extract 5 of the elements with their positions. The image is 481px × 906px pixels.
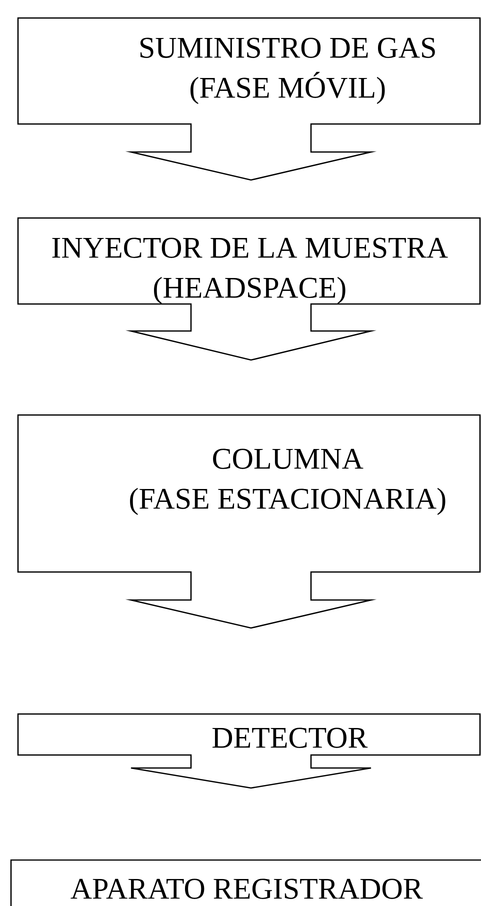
process-box: INYECTOR DE LA MUESTRA (HEADSPACE) — [17, 217, 481, 361]
process-box: DETECTOR — [17, 713, 481, 789]
process-box: COLUMNA (FASE ESTACIONARIA) — [17, 414, 481, 629]
process-box: SUMINISTRO DE GAS (FASE MÓVIL) — [17, 17, 481, 181]
process-box: APARATO REGISTRADOR — [10, 859, 481, 906]
